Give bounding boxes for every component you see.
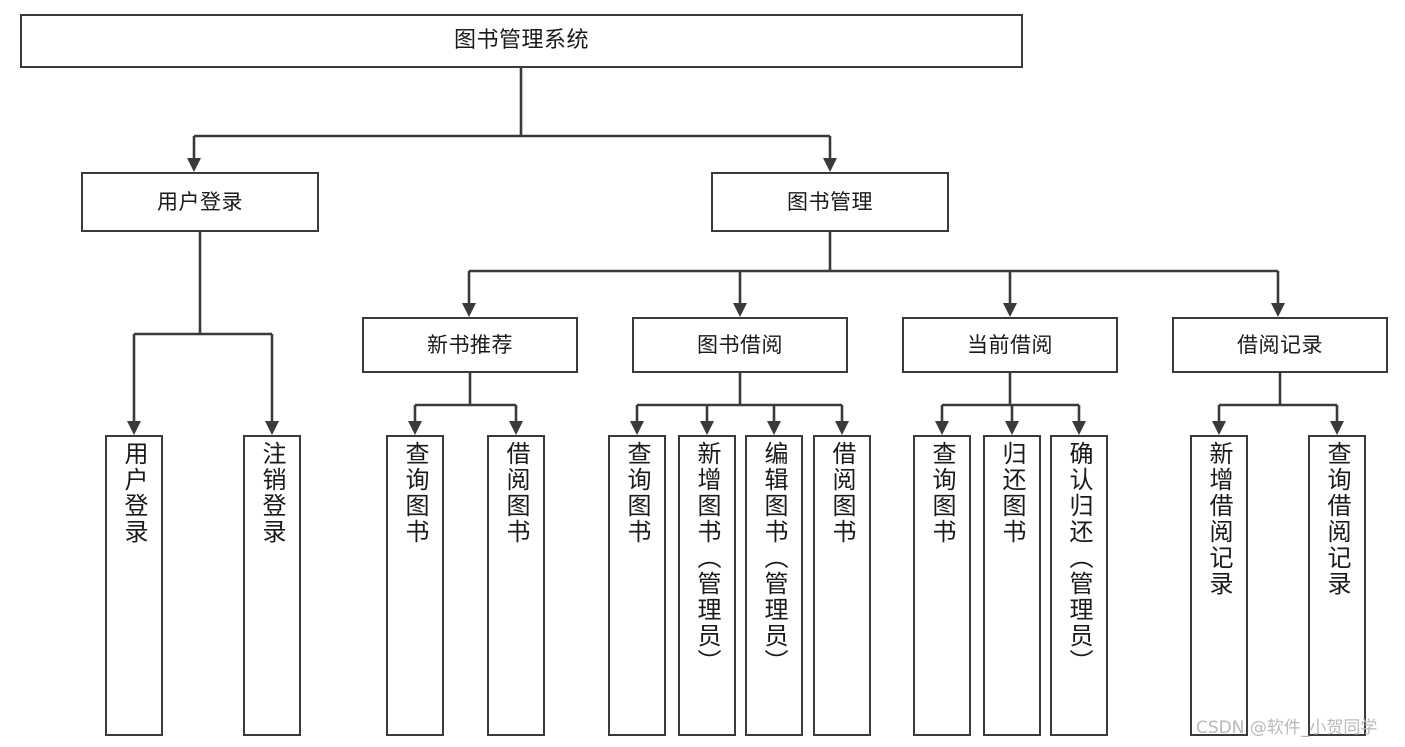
node-leaf-logout[interactable]: 注销登录 <box>243 435 301 736</box>
csdn-watermark: CSDN @软件_小贺同学 <box>1196 718 1378 738</box>
node-label: 编辑图书（管理员） <box>760 441 788 675</box>
node-leaf-confirm-return[interactable]: 确认归还（管理员） <box>1050 435 1108 736</box>
node-label: 查询借阅记录 <box>1323 441 1351 597</box>
node-leaf-add-book[interactable]: 新增图书（管理员） <box>678 435 736 736</box>
node-label: 查询图书 <box>623 441 651 545</box>
node-book-manage[interactable]: 图书管理 <box>711 172 949 232</box>
node-new-book-recommend[interactable]: 新书推荐 <box>362 317 578 373</box>
node-label: 图书管理 <box>787 189 873 214</box>
node-leaf-query-record[interactable]: 查询借阅记录 <box>1308 435 1366 736</box>
node-current-borrow[interactable]: 当前借阅 <box>902 317 1118 373</box>
node-book-borrow[interactable]: 图书借阅 <box>632 317 848 373</box>
node-leaf-query-book-3[interactable]: 查询图书 <box>913 435 971 736</box>
node-leaf-edit-book[interactable]: 编辑图书（管理员） <box>745 435 803 736</box>
node-label: 用户登录 <box>157 189 243 214</box>
node-label: 图书管理系统 <box>453 28 589 54</box>
node-label: 图书借阅 <box>697 332 783 357</box>
node-label: 借阅图书 <box>828 441 856 545</box>
node-user-login[interactable]: 用户登录 <box>81 172 319 232</box>
node-label: 归还图书 <box>998 441 1026 545</box>
node-label: 借阅图书 <box>502 441 530 545</box>
node-label: 新书推荐 <box>427 332 513 357</box>
node-label: 新增图书（管理员） <box>693 441 721 675</box>
node-leaf-return-book[interactable]: 归还图书 <box>983 435 1041 736</box>
node-borrow-record[interactable]: 借阅记录 <box>1172 317 1388 373</box>
node-leaf-borrow-book-2[interactable]: 借阅图书 <box>813 435 871 736</box>
node-label: 当前借阅 <box>967 332 1053 357</box>
node-label: 确认归还（管理员） <box>1065 441 1093 675</box>
node-root[interactable]: 图书管理系统 <box>20 14 1023 68</box>
node-label: 查询图书 <box>928 441 956 545</box>
node-label: 新增借阅记录 <box>1205 441 1233 597</box>
node-leaf-query-book-2[interactable]: 查询图书 <box>608 435 666 736</box>
node-leaf-query-book-1[interactable]: 查询图书 <box>386 435 444 736</box>
node-label: 注销登录 <box>258 441 286 545</box>
node-leaf-add-record[interactable]: 新增借阅记录 <box>1190 435 1248 736</box>
node-leaf-user-login[interactable]: 用户登录 <box>105 435 163 736</box>
node-label: 用户登录 <box>120 441 148 545</box>
node-leaf-borrow-book-1[interactable]: 借阅图书 <box>487 435 545 736</box>
node-label: 借阅记录 <box>1237 332 1323 357</box>
node-label: 查询图书 <box>401 441 429 545</box>
